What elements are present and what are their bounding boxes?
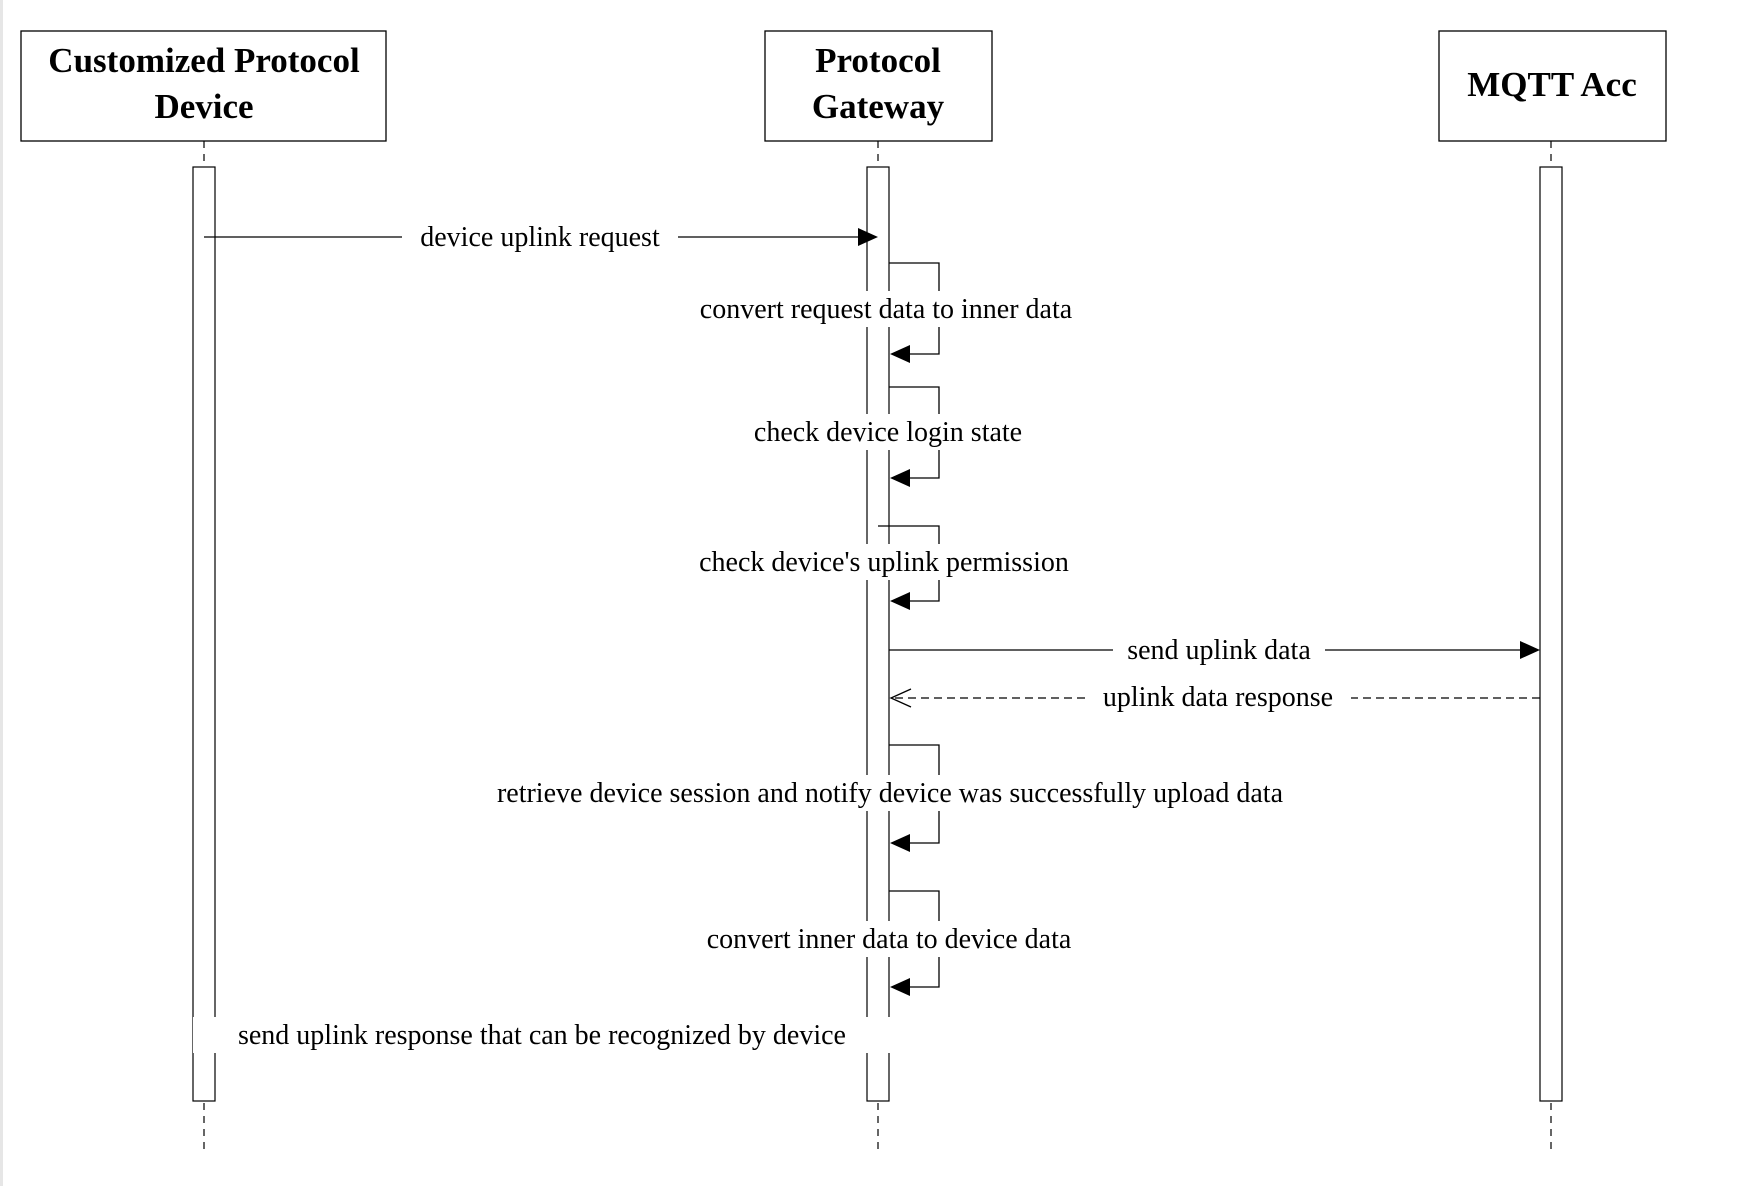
open-arrow-head-icon [889, 688, 912, 708]
arrow-head-icon [890, 469, 910, 487]
message-uplink-data-response: uplink data response [889, 679, 1540, 715]
activation-gateway [866, 166, 890, 1102]
participant-label-line-2: Device [154, 87, 253, 126]
arrow-head-icon [890, 834, 910, 852]
message-retrieve-device-session: retrieve device session and notify devic… [438, 744, 1342, 852]
message-check-login-state: check device login state [733, 386, 1043, 487]
label-background [673, 291, 1099, 327]
participant-label-line-1: Customized Protocol [48, 41, 360, 80]
participant-gateway: Protocol Gateway [764, 30, 993, 142]
message-send-uplink-response: send uplink response that can be recogni… [193, 1017, 891, 1053]
activation-mqtt [1539, 166, 1563, 1102]
label-background [438, 775, 1342, 811]
message-label: device uplink request [420, 222, 660, 253]
participant-box [20, 30, 387, 142]
message-label: send uplink data [1127, 635, 1311, 666]
activations [192, 166, 1563, 1102]
arrow-head-icon [890, 345, 910, 363]
label-background [680, 921, 1098, 957]
activation-device [192, 166, 216, 1102]
message-convert-request-data: convert request data to inner data [673, 262, 1099, 363]
participant-box [764, 30, 993, 142]
page-left-edge [0, 0, 3, 1186]
label-background [402, 218, 678, 254]
message-label: check device login state [754, 417, 1022, 448]
participant-box [1438, 30, 1667, 142]
arrow-head-icon [890, 592, 910, 610]
message-label: retrieve device session and notify devic… [497, 778, 1284, 809]
label-background [733, 414, 1043, 450]
message-check-uplink-permission: check device's uplink permission [671, 525, 1095, 610]
message-convert-inner-data: convert inner data to device data [680, 890, 1098, 996]
participant-label-line-1: Protocol [815, 41, 941, 80]
label-background [1085, 679, 1351, 715]
arrow-head-icon [858, 228, 878, 246]
label-background [193, 1017, 891, 1053]
message-label: uplink data response [1103, 682, 1333, 713]
message-label: send uplink response that can be recogni… [238, 1020, 846, 1051]
participant-device: Customized Protocol Device [20, 30, 387, 142]
participant-mqtt: MQTT Acc [1438, 30, 1667, 142]
message-label: check device's uplink permission [699, 547, 1069, 578]
arrow-head-icon [890, 978, 910, 996]
participant-label-line-1: MQTT Acc [1467, 65, 1636, 104]
arrow-head-icon [1520, 641, 1540, 659]
label-background [1113, 631, 1325, 667]
message-send-uplink-data: send uplink data [889, 631, 1540, 667]
message-label: convert inner data to device data [707, 924, 1072, 955]
participant-label-line-2: Gateway [812, 87, 945, 126]
message-label: convert request data to inner data [700, 294, 1073, 325]
label-background [671, 544, 1095, 580]
message-device-uplink-request: device uplink request [204, 218, 878, 254]
